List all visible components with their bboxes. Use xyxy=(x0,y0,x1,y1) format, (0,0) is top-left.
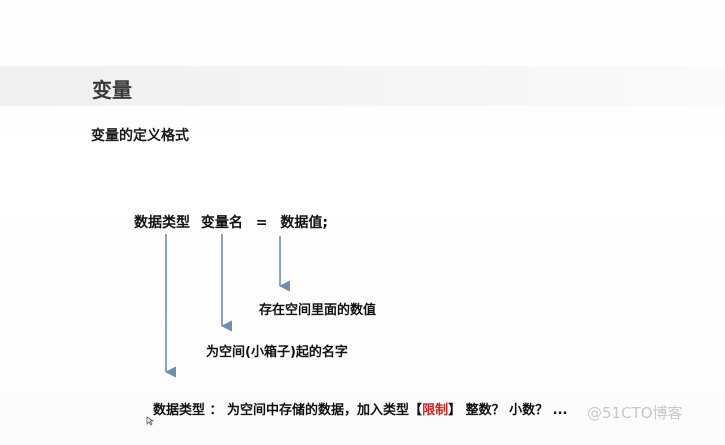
title-band xyxy=(0,66,725,106)
type-explanation-prefix: 数据类型 ： 为空间中存储的数据，加入类型【 xyxy=(153,403,423,418)
watermark: @51CTO博客 xyxy=(587,404,683,422)
syntax-type: 数据类型 xyxy=(134,215,190,231)
note-value: 存在空间里面的数值 xyxy=(259,303,377,318)
slide-subtitle: 变量的定义格式 xyxy=(91,128,189,144)
mouse-cursor-icon xyxy=(146,416,154,426)
type-explanation: 数据类型 ： 为空间中存储的数据，加入类型【限制】 整数？ 小数？ ... xyxy=(153,399,567,418)
syntax-line: 数据类型 变量名 = 数据值; xyxy=(134,212,328,232)
note-name: 为空间(小箱子)起的名字 xyxy=(206,345,348,360)
syntax-name: 变量名 xyxy=(200,215,243,231)
type-explanation-highlight: 限制 xyxy=(422,403,449,418)
slide-title: 变量 xyxy=(92,78,132,102)
type-explanation-suffix: 】 整数？ 小数？ ... xyxy=(448,403,568,418)
syntax-value: 数据值; xyxy=(280,215,328,231)
syntax-equals: = xyxy=(255,215,268,231)
